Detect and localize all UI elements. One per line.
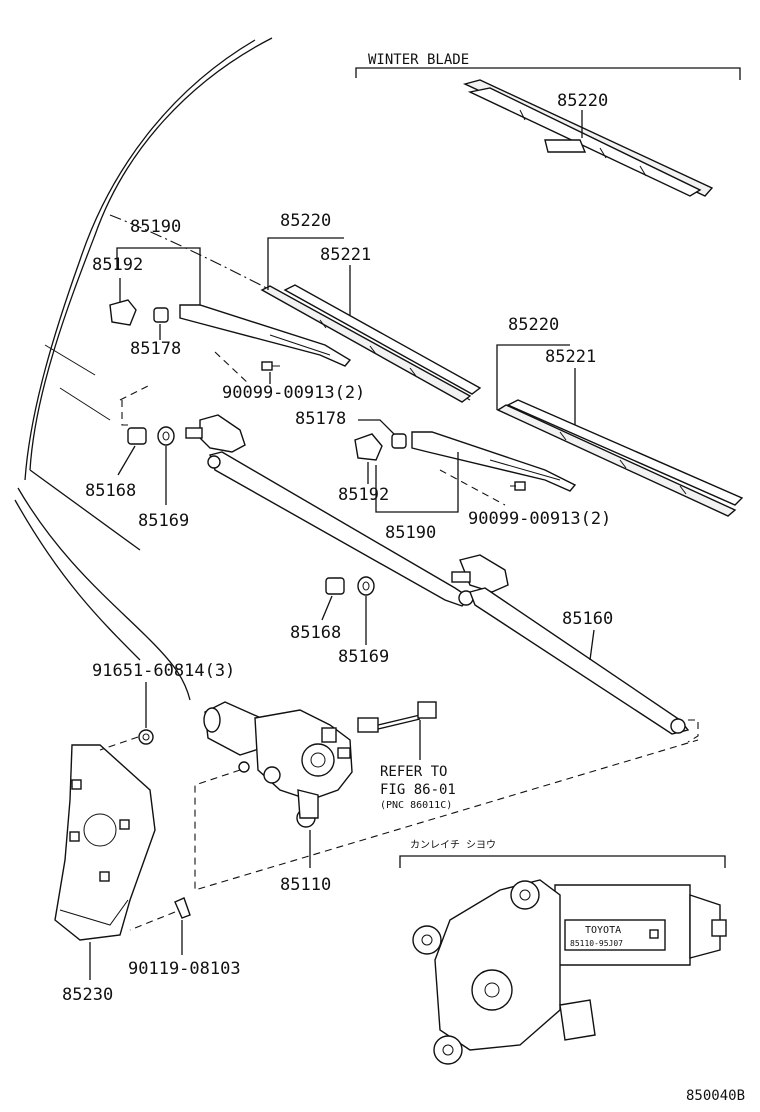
nut-85168-lower [325,577,345,595]
motor-bracket-85230 [54,744,156,941]
wiper-blade-left [260,284,482,403]
cold-region-motor-drawing: TOYOTA 85110-95J07 [412,879,727,1065]
washer-85169-upper [157,426,175,446]
cold-region-section: カンレイチ シヨウ TOYOTA 85110-95J07 [399,839,727,1065]
reference-line-2: FIG 86-01 [380,782,456,798]
wiper-blade-right [496,399,744,517]
part-label-85220-winter: 85220 [557,91,608,111]
part-label-91651: 91651-60814(3) [92,661,235,681]
screw-90119 [174,897,191,919]
right-wiper-assembly: 85220 85221 85178 85192 85190 [295,315,744,543]
part-label-90099-right: 90099-00913(2) [468,509,611,529]
part-label-85178-right: 85178 [295,409,346,429]
winter-blade-section: WINTER BLADE 85220 [355,52,741,197]
part-label-90119: 90119-08103 [128,959,241,979]
arm-cap-85192-right [354,433,383,461]
left-pivot-hardware: 85168 85169 [85,384,189,531]
winter-blade-heading: WINTER BLADE [368,52,469,68]
motor-plate-number: 85110-95J07 [570,939,623,948]
part-label-85168-lower: 85168 [290,623,341,643]
part-label-90099-left: 90099-00913(2) [222,383,365,403]
part-label-85169-lower: 85169 [338,647,389,667]
screw-90099-left [261,361,280,371]
right-pivot-housing [451,554,509,593]
screw-90099-right [510,481,526,491]
part-label-85221-right: 85221 [545,347,596,367]
part-label-85169-upper: 85169 [138,511,189,531]
wiper-arm-right [411,431,577,492]
right-pivot-hardware: 85168 85169 [290,576,389,667]
nut-85178-right [391,433,407,449]
winter-blade-85220 [462,79,714,197]
washer-85169-lower [357,576,375,596]
link-rod-85160: 85160 [185,414,699,743]
reference-line-3: (PNC 86011C) [380,800,452,811]
part-label-85190-left: 85190 [130,217,181,237]
bolt-91651 [138,729,154,745]
left-pivot-housing [185,414,246,453]
arm-cap-85192-left [109,299,137,326]
reference-line-1: REFER TO [380,764,447,780]
part-label-85110: 85110 [280,875,331,895]
motor-plate-brand: TOYOTA [585,925,621,936]
part-label-85220-left: 85220 [280,211,331,231]
part-label-85192-right: 85192 [338,485,389,505]
nut-85168-upper [127,427,147,445]
cold-region-heading: カンレイチ シヨウ [410,839,496,851]
part-label-85160: 85160 [562,609,613,629]
part-label-85190-right: 85190 [385,523,436,543]
vehicle-body-outline [14,37,471,701]
wiper-arm-left [179,304,352,367]
nut-85178-left [153,307,169,323]
part-label-85220-right: 85220 [508,315,559,335]
part-label-85230: 85230 [62,985,113,1005]
motor-connector [357,701,437,733]
left-wiper-assembly: 85190 85192 85178 85220 85221 [92,211,482,403]
wiper-motor-85110 [203,701,353,828]
figure-code: 850040B [686,1088,745,1104]
part-label-85178-left: 85178 [130,339,181,359]
part-label-85192-left: 85192 [92,255,143,275]
part-label-85168-upper: 85168 [85,481,136,501]
part-label-85221-left: 85221 [320,245,371,265]
